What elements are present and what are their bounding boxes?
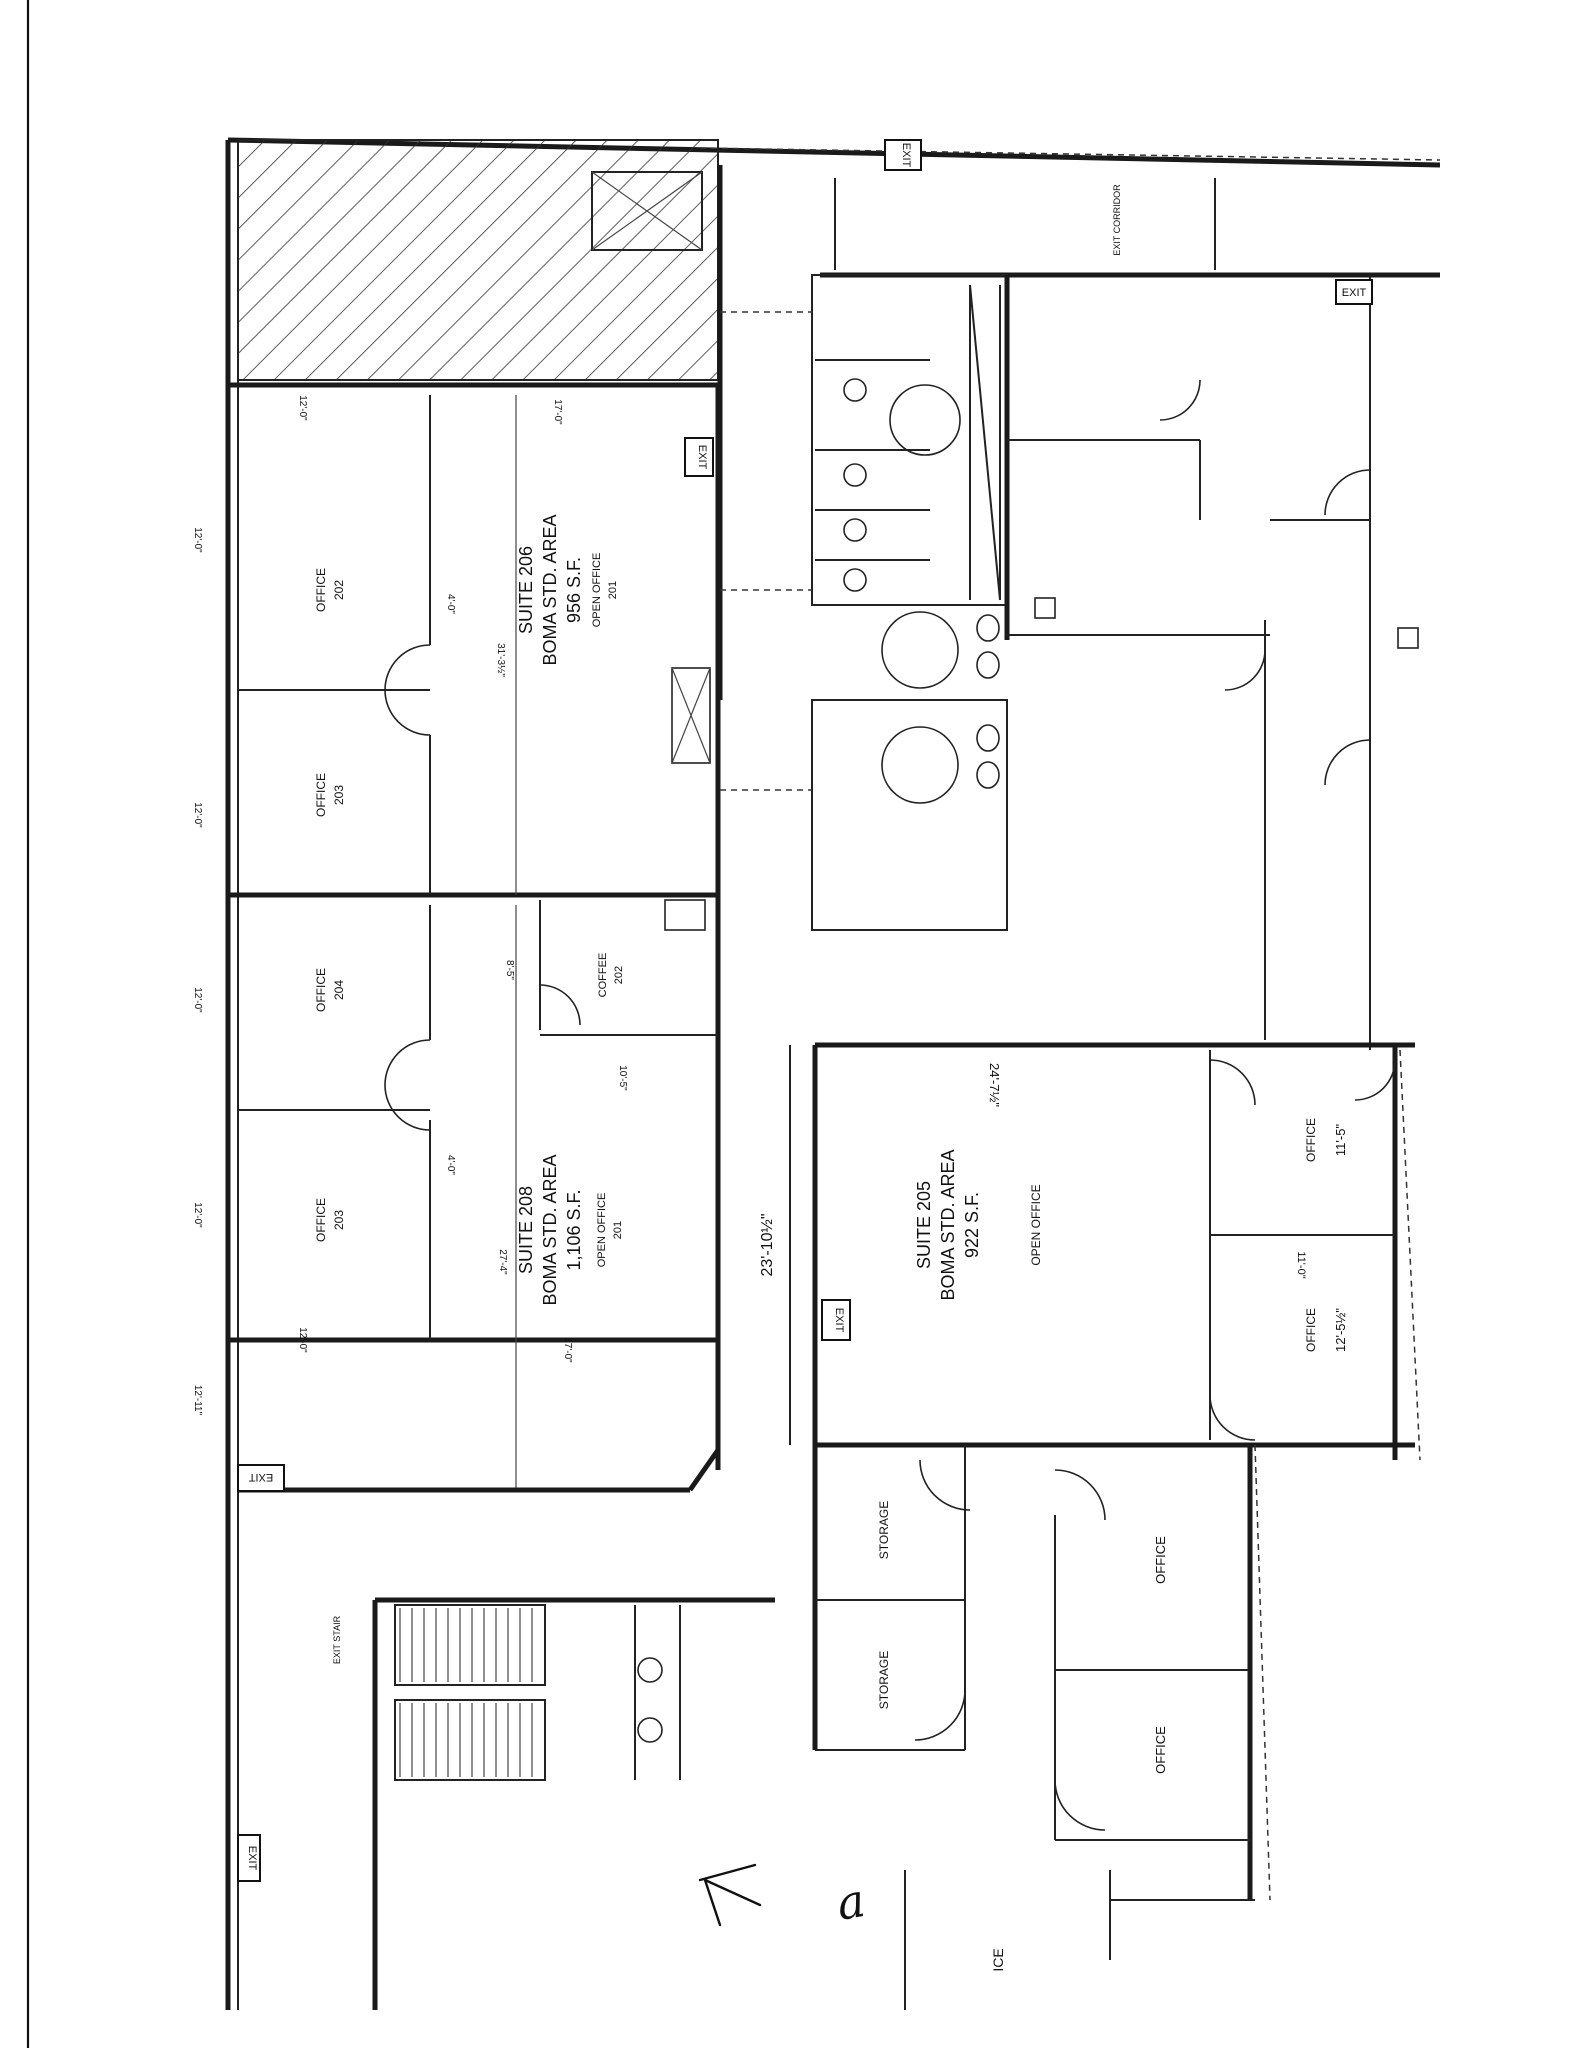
- suite-205-office-2: OFFICE: [1304, 1308, 1318, 1352]
- east-rooms: [1004, 275, 1419, 1050]
- svg-text:EXIT: EXIT: [1342, 287, 1367, 299]
- dim-north-3: 12'-0": [192, 987, 203, 1013]
- office-202-label: OFFICE: [314, 568, 328, 612]
- suite-208: [228, 899, 721, 1493]
- restroom-core: [720, 274, 1008, 931]
- office-203b-num: 203: [332, 1210, 346, 1230]
- suite-205-office-1: OFFICE: [1304, 1118, 1318, 1162]
- south-office-label-1: OFFICE: [1153, 1536, 1168, 1584]
- suite-208-area: 1,106 S.F.: [564, 1189, 584, 1270]
- south-office-label-2: OFFICE: [1153, 1726, 1168, 1774]
- suite-206: [228, 382, 721, 1470]
- dim-north-2: 12'-0": [192, 802, 203, 828]
- storage-label-2: STORAGE: [877, 1651, 891, 1709]
- svg-text:EXIT: EXIT: [900, 143, 912, 168]
- north-exterior-wall: [225, 137, 1441, 2010]
- dimension-labels: 12'-0" 12'-0" 17'-0" 31'-3½" 4'-0" 12'-0…: [192, 395, 1348, 1415]
- dim-suite-206-length: 31'-3½": [495, 643, 506, 677]
- dim-suite-206-depth: 17'-0": [552, 399, 563, 425]
- exit-sign-stair: EXIT: [237, 1834, 261, 1882]
- coffee-num: 202: [613, 966, 625, 984]
- exit-sign-suite-205: EXIT: [821, 1299, 851, 1341]
- stair-label: EXIT STAIR: [332, 1615, 342, 1664]
- suite-206-room-num: 201: [607, 581, 619, 599]
- dim-north-4: 12'-0": [192, 1202, 203, 1228]
- corridor-label: EXIT CORRIDOR: [1112, 184, 1122, 256]
- exit-sign-top: EXIT: [884, 139, 922, 171]
- exit-sign-suite-206: EXIT: [684, 437, 714, 477]
- office-203-num: 203: [332, 785, 346, 805]
- suite-205-area: 922 S.F.: [962, 1192, 982, 1258]
- dim-suite-208-length: 27'-4": [497, 1249, 508, 1275]
- dim-office-1: 11'-5": [1333, 1124, 1348, 1157]
- suite-205-room-tag: OPEN OFFICE: [1029, 1184, 1043, 1265]
- office-202-num: 202: [332, 580, 346, 600]
- suite-205-area-label: BOMA STD. AREA: [938, 1149, 958, 1300]
- suite-208-room-num: 201: [612, 1221, 624, 1239]
- storage-label-1: STORAGE: [877, 1501, 891, 1559]
- handwritten-arrow: [698, 1863, 762, 1927]
- suite-205: [789, 1042, 1421, 1461]
- suite-206-area: 956 S.F.: [564, 557, 584, 623]
- svg-text:EXIT: EXIT: [248, 1471, 273, 1483]
- svg-text:EXIT: EXIT: [696, 445, 708, 470]
- coffee-label: COFFEE: [597, 953, 609, 998]
- svg-text:EXIT: EXIT: [246, 1846, 258, 1871]
- suite-206-room-tag: OPEN OFFICE: [591, 553, 603, 628]
- exit-corridor: EXIT CORRIDOR: [717, 165, 1440, 700]
- dim-north-5: 12'-11": [192, 1385, 203, 1416]
- elevator-shaft: [591, 171, 703, 251]
- suite-208-room-tag: OPEN OFFICE: [596, 1193, 608, 1268]
- dim-office-202: 12'-0": [297, 395, 308, 421]
- dim-office-2: 12'-5½": [1333, 1308, 1348, 1352]
- suite-205-title: SUITE 205: [914, 1181, 934, 1269]
- dim-suite-205-height: 23'-10½": [759, 1214, 776, 1277]
- stair-treads: [399, 1608, 533, 1777]
- office-204-num: 204: [332, 980, 346, 1000]
- suite-208-area-label: BOMA STD. AREA: [540, 1154, 560, 1305]
- handwritten-letter: a: [833, 1873, 869, 1931]
- suite-206-title: SUITE 206: [516, 546, 536, 634]
- dim-suite-205-width: 24'-7½": [987, 1063, 1002, 1107]
- exit-stair: [372, 1597, 775, 2010]
- dim-north-1: 12'-0": [192, 527, 203, 553]
- dim-door-206: 4'-0": [445, 594, 456, 614]
- dim-coffee: 8'-5": [504, 960, 515, 980]
- dim-door-208: 4'-0": [445, 1155, 456, 1175]
- dim-suite-208-depth: 17'-0": [562, 1337, 573, 1363]
- office-203b-label: OFFICE: [314, 1198, 328, 1242]
- suite-208-title: SUITE 208: [516, 1186, 536, 1274]
- dim-208-width: 10'-5": [617, 1065, 628, 1091]
- office-203-label: OFFICE: [314, 773, 328, 817]
- exit-sign-suite-208: EXIT: [237, 1464, 285, 1492]
- svg-text:EXIT: EXIT: [833, 1308, 845, 1333]
- hatched-shaft: [237, 139, 719, 381]
- dim-office-2-width: 11'-0": [1295, 1251, 1307, 1278]
- partial-room-label: ICE: [990, 1948, 1006, 1971]
- south-rooms: [812, 1444, 1271, 2010]
- suite-206-area-label: BOMA STD. AREA: [540, 514, 560, 665]
- dim-office-203b: 12'-0": [297, 1327, 308, 1353]
- office-204-label: OFFICE: [314, 968, 328, 1012]
- exit-sign-east: EXIT: [1335, 279, 1373, 305]
